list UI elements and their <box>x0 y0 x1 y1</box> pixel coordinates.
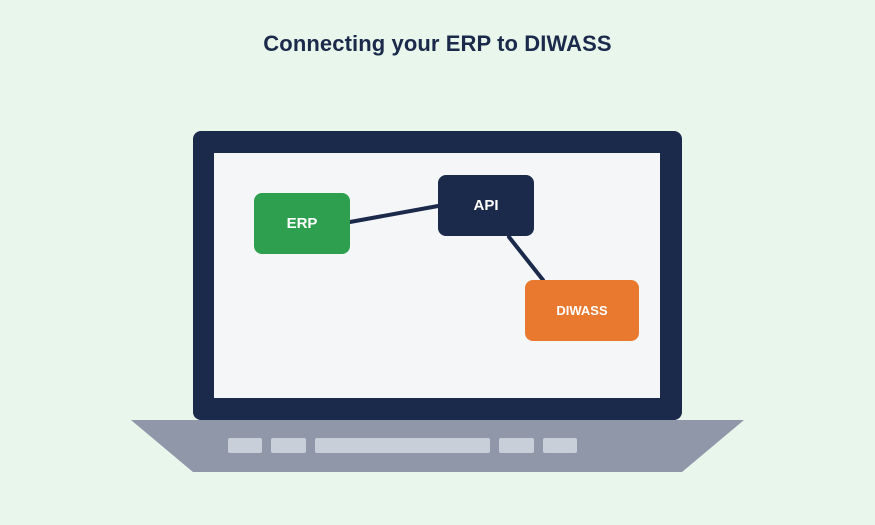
keyboard-key <box>499 438 534 453</box>
node-diwass: DIWASS <box>525 280 639 341</box>
node-api: API <box>438 175 534 236</box>
node-erp-label: ERP <box>286 215 318 232</box>
node-api-label: API <box>473 197 499 214</box>
keyboard-key <box>543 438 577 453</box>
laptop-screen <box>214 153 660 398</box>
keyboard-key <box>228 438 262 453</box>
node-diwass-label: DIWASS <box>556 303 608 318</box>
keyboard-spacebar <box>315 438 490 453</box>
node-erp: ERP <box>254 193 350 254</box>
diagram-title: Connecting your ERP to DIWASS <box>263 31 612 56</box>
keyboard-key <box>271 438 306 453</box>
